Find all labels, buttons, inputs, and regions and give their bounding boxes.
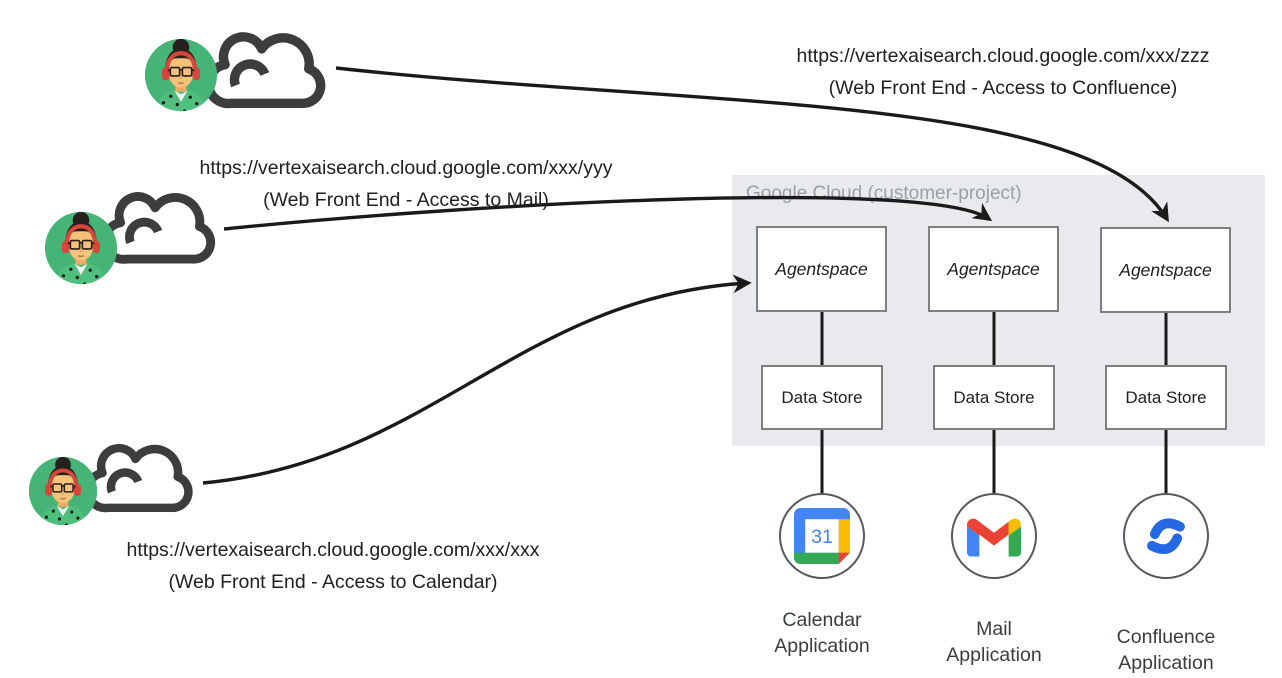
gmail-icon xyxy=(967,518,1021,557)
mail-url-block: https://vertexaisearch.cloud.google.com/… xyxy=(141,152,671,216)
cloud-icon xyxy=(80,440,204,523)
datastore-label: Data Store xyxy=(1125,387,1207,407)
confluence-app-circle xyxy=(1123,493,1209,579)
confluence-caption: (Web Front End - Access to Confluence) xyxy=(828,77,1178,99)
google-calendar-icon: 31 xyxy=(794,508,850,564)
datastore-label: Data Store xyxy=(781,387,863,407)
calendar-url: https://vertexaisearch.cloud.google.com/… xyxy=(126,539,540,561)
agentspace-label: Agentspace xyxy=(947,258,1040,279)
mail-url: https://vertexaisearch.cloud.google.com/… xyxy=(199,157,613,179)
datastore-box-calendar: Data Store xyxy=(761,365,883,430)
agentspace-box-mail: Agentspace xyxy=(928,226,1059,312)
user-avatar xyxy=(144,38,218,112)
mail-app-circle xyxy=(951,493,1037,579)
cloud-icon xyxy=(200,28,338,120)
agentspace-label: Agentspace xyxy=(775,258,868,279)
calendar-url-block: https://vertexaisearch.cloud.google.com/… xyxy=(68,534,598,598)
agentspace-box-confluence: Agentspace xyxy=(1100,227,1231,313)
datastore-label: Data Store xyxy=(953,387,1035,407)
mail-caption: (Web Front End - Access to Mail) xyxy=(263,189,549,211)
confluence-app-label: Confluence Application xyxy=(1116,626,1216,674)
calendar-caption: (Web Front End - Access to Calendar) xyxy=(168,571,498,593)
datastore-box-mail: Data Store xyxy=(933,365,1055,430)
datastore-box-confluence: Data Store xyxy=(1105,365,1227,430)
agentspace-box-calendar: Agentspace xyxy=(756,226,887,312)
confluence-url: https://vertexaisearch.cloud.google.com/… xyxy=(796,45,1210,67)
user-avatar xyxy=(28,456,98,526)
confluence-icon xyxy=(1147,518,1185,555)
mail-app-label: Mail Application xyxy=(946,618,1042,666)
calendar-app-circle: 31 xyxy=(779,493,865,579)
calendar-day-text: 31 xyxy=(811,526,833,548)
agentspace-label: Agentspace xyxy=(1119,259,1212,280)
confluence-url-block: https://vertexaisearch.cloud.google.com/… xyxy=(738,40,1268,104)
user-avatar xyxy=(44,211,118,285)
google-cloud-container-label: Google Cloud (customer-project) xyxy=(746,183,1022,204)
arrow-calendar-request xyxy=(202,274,752,485)
calendar-app-label: Calendar Application xyxy=(774,609,870,657)
